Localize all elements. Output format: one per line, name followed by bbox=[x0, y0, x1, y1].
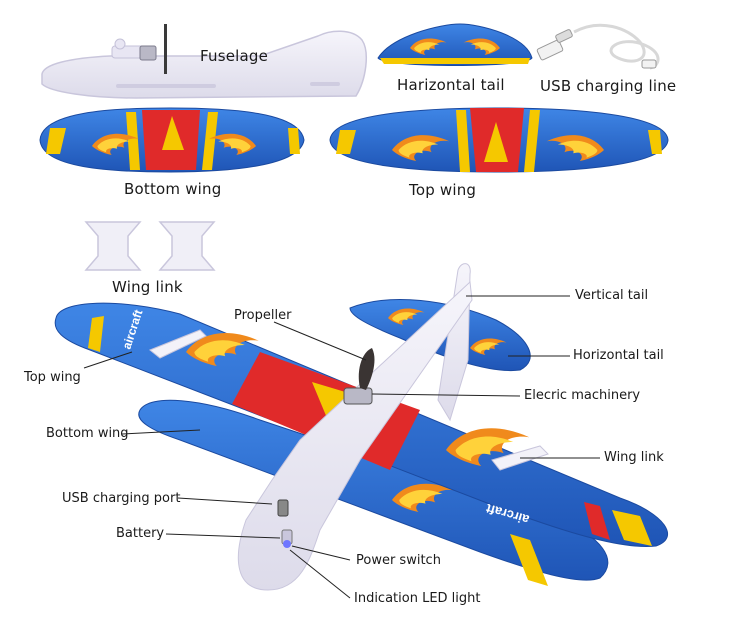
horizontal-tail-part bbox=[377, 23, 533, 66]
callout-vertical-tail: Vertical tail bbox=[575, 288, 649, 303]
label-wing-link-part: Wing link bbox=[112, 278, 183, 296]
label-top-wing-part: Top wing bbox=[409, 181, 477, 199]
fuselage-part bbox=[41, 24, 368, 99]
assembled-plane: aircraft aircraft bbox=[54, 263, 668, 591]
callout-battery: Battery bbox=[116, 526, 165, 541]
label-horizontal-tail-part: Harizontal tail bbox=[397, 76, 505, 94]
leader-lines bbox=[83, 295, 600, 599]
callout-horizontal-tail: Horizontal tail bbox=[573, 348, 664, 363]
callout-power-switch: Power switch bbox=[356, 553, 441, 568]
callout-electric-machinery: Elecric machinery bbox=[524, 388, 641, 403]
callout-bottom-wing: Bottom wing bbox=[46, 426, 129, 441]
wing-link-part-right bbox=[158, 221, 216, 271]
callout-usb-charging-port: USB charging port bbox=[62, 491, 181, 506]
top-wing-part bbox=[329, 107, 669, 173]
label-fuselage: Fuselage bbox=[200, 47, 269, 65]
callout-top-wing: Top wing bbox=[24, 370, 81, 385]
label-usb-charging-line: USB charging line bbox=[540, 77, 677, 95]
wing-link-part-left bbox=[84, 221, 142, 271]
bottom-wing-part bbox=[39, 107, 305, 173]
usb-charging-line bbox=[536, 23, 660, 70]
callout-wing-link: Wing link bbox=[604, 450, 664, 465]
callout-propeller: Propeller bbox=[234, 308, 292, 323]
callout-led-light: Indication LED light bbox=[354, 591, 481, 606]
label-bottom-wing-part: Bottom wing bbox=[124, 180, 222, 198]
